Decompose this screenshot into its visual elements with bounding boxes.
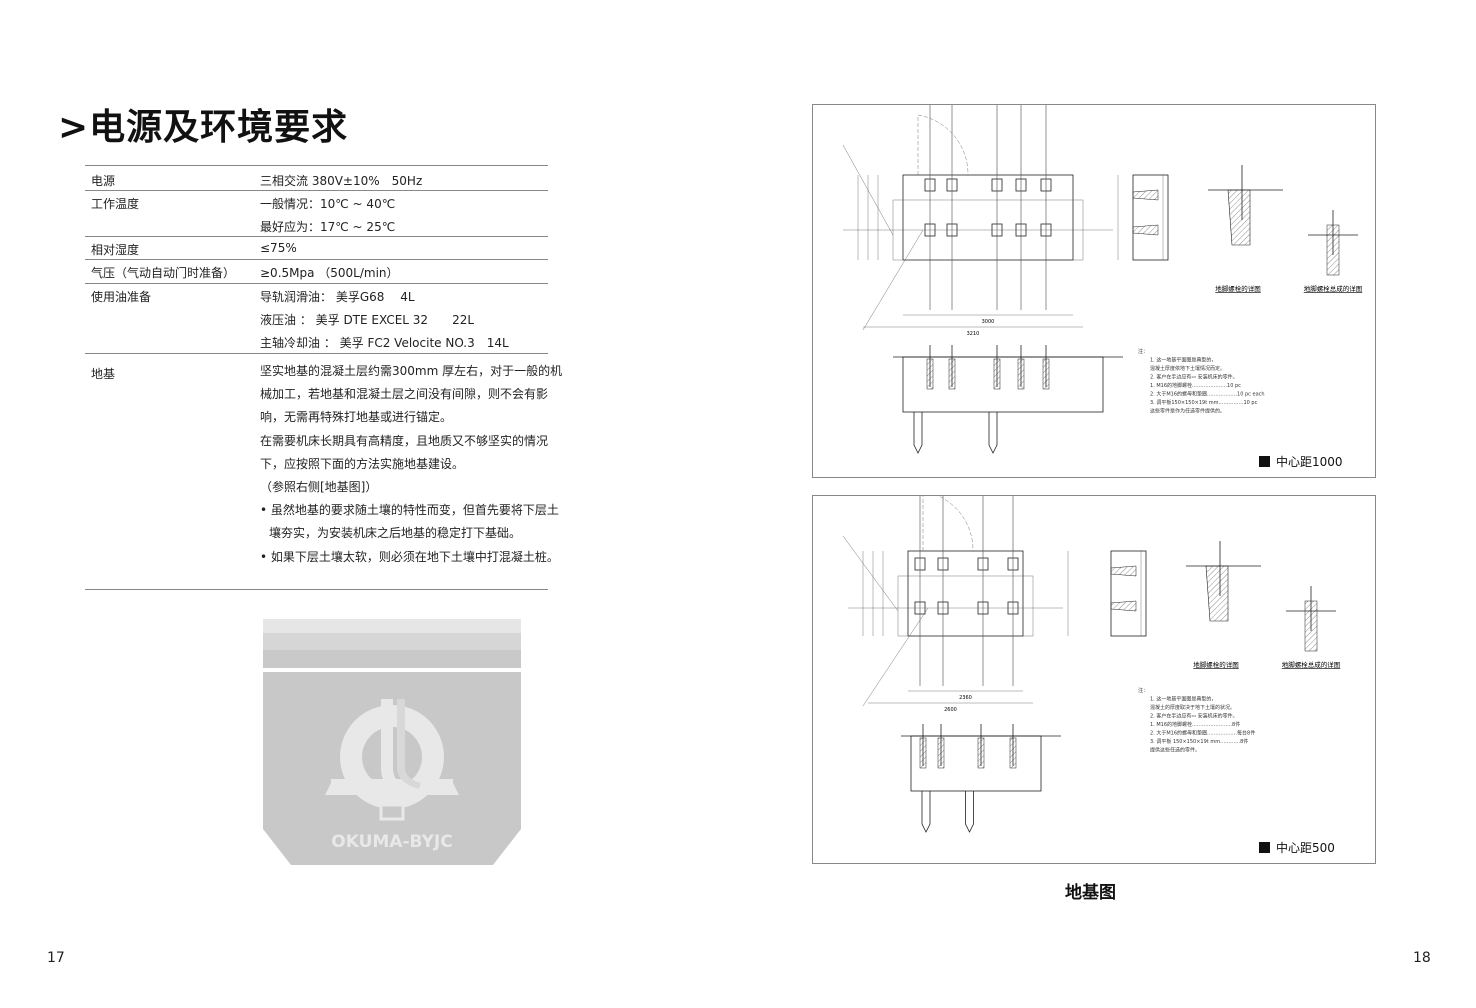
foundation-line: 下，应按照下面的方法实施地基建设。 [260,456,465,471]
foundation-section [910,735,1042,792]
foundation-drawing: 40036075023602600地脚螺栓的详图地脚螺栓总成的详图注：1. 这一… [842,464,1341,833]
dimension-label: 2360 [959,695,972,701]
concrete-pile [921,791,931,833]
note-line: 3. 调平板 150×150×19t mm…………8件 [1150,738,1248,745]
note-line: 注： [1138,348,1148,355]
note-line: 2. 大于M16的螺母和垫圈………………10 pc each [1150,391,1265,398]
caption-text: 中心距500 [1276,841,1335,855]
drawing-panel-1000: 35036091048030003210地脚螺栓的详图地脚螺栓总成的详图注：1.… [812,88,1376,478]
note-line: 1. M16的地脚螺栓……………………8件 [1150,721,1240,728]
spec-label: 使用油准备 [91,290,152,304]
divider [85,353,548,354]
foundation-line: 壤夯实，为安装机床之后地基的稳定打下基础。 [269,526,522,541]
door-swing-arc [917,114,969,176]
foundation-bullet: • 虽然地基的要求随土壤的特性而变，但首先要将下层土 [260,503,559,518]
spec-label: 电源 [91,174,116,188]
bolt-pocket [1110,565,1137,577]
note-line: 提供这些任选的零件。 [1150,747,1200,754]
foundation-drawing: 35036091048030003210地脚螺栓的详图地脚螺栓总成的详图注：1.… [842,88,1363,454]
detail-label: 地脚螺栓总成的详图 [1282,660,1341,669]
foundation-line: 响，无需再特殊打地基或进行锚定。 [260,410,453,425]
divider [85,190,548,191]
leader-line [842,144,894,236]
note-line: 2. 大于M16的螺母和垫圈………………每台8件 [1150,730,1255,737]
drawing-panel-500: 40036075023602600地脚螺栓的详图地脚螺栓总成的详图注：1. 这一… [812,464,1376,864]
spec-value: 最好应为：17℃ ~ 25℃ [260,220,396,234]
divider [85,589,548,590]
dimension-label: 3210 [967,331,980,337]
caption-text: 中心距1000 [1276,455,1343,469]
spec-label: 地基 [91,367,116,381]
concrete-pile [988,412,998,454]
note-line: 3. 调平板150×150×19t mm……………10 pc [1150,399,1258,406]
spec-value: ≥0.5Mpa （500L/min） [260,266,399,280]
page-number-left: 17 [47,950,65,966]
spec-value: ≤75% [260,241,297,255]
detail-label: 地脚螺栓的详图 [1193,660,1239,669]
dimension-label: 2600 [944,707,957,713]
door-swing-arc [922,490,974,552]
note-line: 1. 这一地基平面图是典型的， [1150,357,1216,364]
detail-label: 地脚螺栓的详图 [1215,284,1261,293]
spec-value: 主轴冷却油 ： 美孚 FC2 Velocite NO.3 14L [260,336,509,350]
leader-line [862,607,929,707]
spec-label: 相对湿度 [91,243,140,257]
bolt-detail-block [1132,174,1169,261]
page-title: >电源及环境要求 [58,107,349,148]
foundation-text: 坚实地基的混凝土层约需300mm 厚左右，对于一般的机 械加工，若地基和混凝土层… [260,360,563,569]
bolt-pocket [1132,224,1159,236]
figure-title: 地基图 [1065,883,1116,903]
note-line: 2. 客户在手边应有▭ 安装机床的零件。 [1150,374,1238,381]
bolt-pocket [1132,189,1159,201]
note-line: 混凝土的厚度取决于地下土壤的状况。 [1150,704,1235,711]
bolt-pocket [1110,600,1137,612]
okuma-byjc-logo: OKUMA-BYJC [263,619,521,865]
note-line: 2. 客户在手边应有▭ 安装机床的零件。 [1150,713,1238,720]
foundation-line: （参照右侧[地基图]） [260,480,378,495]
foundation-outline [897,575,1034,637]
square-marker-icon [1259,456,1270,467]
square-marker-icon [1259,842,1270,853]
leader-line [842,535,899,612]
concrete-pile [913,412,923,454]
divider [85,259,548,260]
note-line: 混凝土厚度依地下土壤情况而定。 [1150,365,1225,372]
note-line: 1. M16的地脚螺栓…………………10 pc [1150,382,1241,389]
bolt-detail-block [1110,550,1147,637]
note-line: 这些零件是作为任选零件提供的。 [1150,408,1225,415]
page-number-right: 18 [1413,950,1431,966]
pocket-section [1205,565,1229,622]
spec-label: 气压（气动自动门时准备） [91,266,236,280]
logo-text: OKUMA-BYJC [331,832,452,852]
spec-value: 一般情况：10℃ ~ 40℃ [260,197,396,211]
detail-label: 地脚螺栓总成的详图 [1304,284,1363,293]
note-line: 注： [1138,687,1148,694]
foundation-bullet: • 如果下层土壤太软，则必须在地下土壤中打混凝土桩。 [260,549,559,564]
foundation-line: 坚实地基的混凝土层约需300mm 厚左右，对于一般的机 [260,364,563,378]
divider [85,165,548,166]
drawing-caption: 中心距1000 [1259,453,1343,470]
machine-base-outline [902,174,1074,261]
foundation-line: 械加工，若地基和混凝土层之间没有间隙，则不会有影 [260,387,549,402]
spec-value: 三相交流 380V±10% 50Hz [260,174,423,188]
spec-value: 导轨润滑油： 美孚G68 4L [260,290,415,304]
leader-line [862,229,924,331]
spec-label: 工作温度 [91,197,140,211]
spec-value: 液压油 ： 美孚 DTE EXCEL 32 22L [260,313,475,327]
drawing-caption: 中心距500 [1259,839,1335,856]
dimension-label: 3000 [982,319,995,325]
pocket-section [1227,189,1251,246]
foundation-line: 在需要机床长期具有高精度，且地质又不够坚实的情况 [260,433,549,448]
concrete-pile [965,791,974,833]
divider [85,236,548,237]
divider [85,283,548,284]
note-line: 1. 这一地基平面图是典型的， [1150,696,1216,703]
